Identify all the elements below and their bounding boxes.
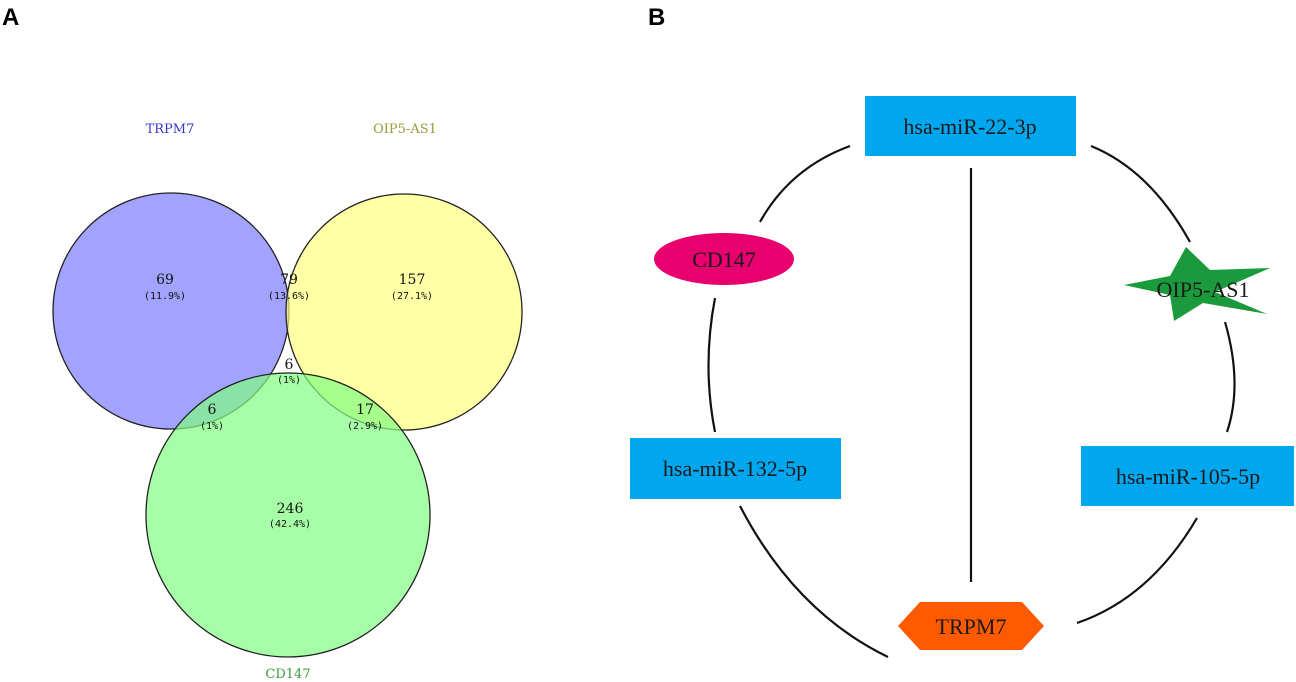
venn-count-oip5-only: 157	[399, 272, 426, 288]
venn-count-cd147-only: 246	[277, 501, 304, 517]
node-label-mir105: hsa-miR-105-5p	[1116, 464, 1260, 489]
node-label-cd147: CD147	[692, 247, 756, 272]
venn-pct-oip5-only: (27.1%)	[391, 291, 433, 302]
node-cd147: CD147	[654, 233, 794, 285]
venn-diagram: TRPM7 OIP5-AS1 CD147 69 (11.9%) 79 (13.6…	[52, 122, 523, 682]
venn-pct-cd147-only: (42.4%)	[269, 519, 311, 530]
edge-oip5-mir105	[1223, 321, 1236, 433]
node-oip5-as1: OIP5-AS1	[1124, 247, 1270, 321]
edge-mir105-trpm7	[1076, 517, 1198, 625]
venn-count-all: 6	[285, 357, 294, 373]
venn-circle-cd147	[145, 372, 431, 658]
edge-mir22-cd147	[759, 144, 851, 223]
mirna-box-105-5p	[1081, 446, 1294, 506]
panel-letter-b: B	[648, 4, 665, 31]
venn-count-trpm7-only: 69	[156, 272, 174, 288]
venn-count-trpm7-cd147: 6	[208, 402, 217, 418]
node-hsa-mir-132-5p: hsa-miR-132-5p	[630, 438, 841, 499]
venn-label-oip5-as1: OIP5-AS1	[373, 122, 437, 137]
mirna-box-132-5p	[630, 438, 841, 499]
mirna-box-22-3p	[865, 96, 1076, 156]
node-label-oip5-as1: OIP5-AS1	[1157, 277, 1250, 302]
venn-pct-trpm7-cd147: (1%)	[200, 421, 224, 432]
oip5-as1-star	[1124, 247, 1270, 321]
venn-count-oip5-cd147: 17	[356, 402, 374, 418]
node-label-trpm7: TRPM7	[936, 614, 1007, 639]
node-trpm7: TRPM7	[898, 602, 1044, 650]
venn-pct-all: (1%)	[277, 375, 301, 386]
edge-cd147-mir132	[707, 297, 717, 433]
edge-mir132-trpm7	[739, 505, 889, 658]
venn-pct-trpm7-only: (11.9%)	[144, 291, 186, 302]
venn-label-trpm7: TRPM7	[146, 122, 195, 137]
cd147-ellipse	[654, 233, 794, 285]
node-hsa-mir-105-5p: hsa-miR-105-5p	[1081, 446, 1294, 506]
network-edges	[707, 144, 1236, 658]
venn-count-trpm7-oip5: 79	[280, 272, 298, 288]
venn-label-cd147: CD147	[265, 667, 310, 682]
node-label-mir132: hsa-miR-132-5p	[663, 456, 807, 481]
panel-letter-a: A	[2, 4, 19, 31]
edge-mir22-oip5	[1090, 144, 1191, 243]
trpm7-hexagon	[898, 602, 1044, 650]
network-diagram: hsa-miR-22-3p CD147 OIP5-AS1 hsa-miR-132…	[630, 96, 1294, 658]
node-hsa-mir-22-3p: hsa-miR-22-3p	[865, 96, 1076, 156]
venn-circle-oip5-as1	[285, 193, 523, 431]
venn-pct-trpm7-oip5: (13.6%)	[268, 291, 310, 302]
venn-pct-oip5-cd147: (2.9%)	[347, 421, 383, 432]
node-label-mir22: hsa-miR-22-3p	[903, 114, 1036, 139]
